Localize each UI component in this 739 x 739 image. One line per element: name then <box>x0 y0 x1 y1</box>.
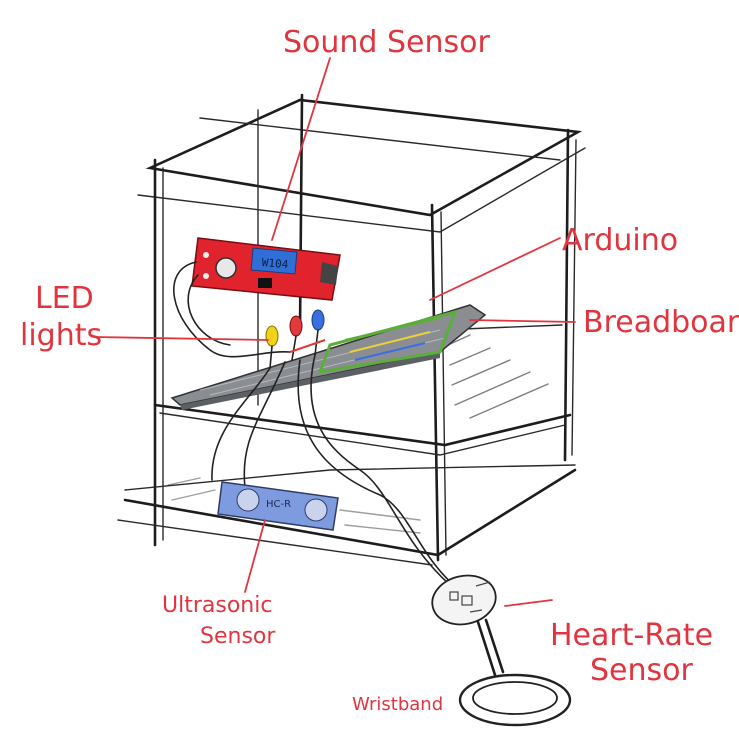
ultrasonic-right-transducer-icon <box>304 498 328 522</box>
leader-ultrasonic <box>244 519 266 593</box>
sound-module-chip-text: W104 <box>261 256 289 271</box>
labels: Sound Sensor Arduino LED lights Breadboa… <box>20 25 739 715</box>
led-red-icon <box>289 315 303 337</box>
label-ultrasonic-line1: Ultrasonic <box>162 593 272 618</box>
leader-led-lights <box>94 336 269 341</box>
label-heart-rate-line1: Heart-Rate <box>550 618 713 653</box>
leader-breadboard <box>469 319 576 323</box>
wiring <box>211 354 461 591</box>
label-led-line2: lights <box>20 318 102 353</box>
leader-sound-sensor <box>271 57 331 241</box>
ultrasonic-module-text: HC-R <box>266 499 291 510</box>
label-led-line1: LED <box>35 281 94 316</box>
cabinet-frame <box>117 93 586 566</box>
leader-lines <box>94 57 576 607</box>
sound-sensor-module: W104 <box>173 237 341 358</box>
led-yellow-icon <box>265 325 279 347</box>
label-sound-sensor: Sound Sensor <box>283 25 491 60</box>
label-heart-rate-line2: Sensor <box>590 653 693 688</box>
led-lights <box>265 309 326 369</box>
ultrasonic-sensor-module: HC-R <box>217 481 339 531</box>
label-breadboard: Breadboard <box>583 305 739 340</box>
leader-heart-rate <box>504 599 553 607</box>
label-ultrasonic-line2: Sensor <box>200 624 276 649</box>
wristband <box>458 673 572 727</box>
breadboard <box>170 304 487 410</box>
ultrasonic-left-transducer-icon <box>236 488 260 512</box>
led-blue-icon <box>311 309 325 331</box>
label-wristband: Wristband <box>352 694 443 715</box>
leader-arduino <box>429 237 561 301</box>
arduino-board <box>317 309 458 374</box>
label-arduino: Arduino <box>562 223 678 258</box>
microphone-icon <box>215 257 237 279</box>
heart-rate-sensor <box>431 574 505 677</box>
heart-rate-chip-icon <box>449 581 491 613</box>
